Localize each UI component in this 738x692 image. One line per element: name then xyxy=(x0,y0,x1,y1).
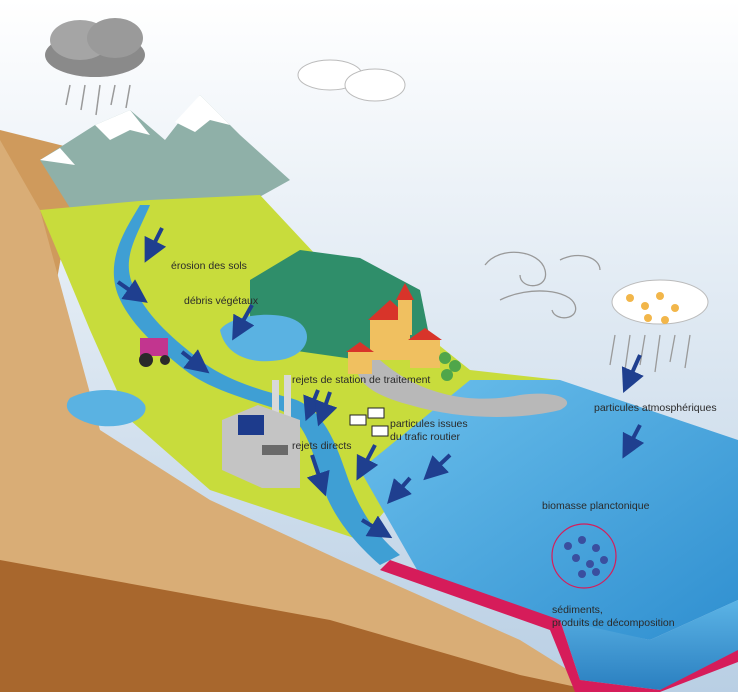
soil-front xyxy=(0,140,600,692)
road-traffic-particles-label-line2: du trafic routier xyxy=(390,431,461,443)
tractor xyxy=(139,338,170,367)
sediments-label-line2: produits de décomposition xyxy=(552,617,675,629)
sediments-label-line1: sédiments, xyxy=(552,604,603,616)
sea-front xyxy=(560,600,738,690)
wind-swirls xyxy=(484,251,601,319)
white-clouds xyxy=(297,59,406,102)
plant-debris-label: débris végétaux xyxy=(184,295,259,307)
plankton-biomass-label: biomasse planctonique xyxy=(542,500,650,512)
snow-cap-1 xyxy=(95,110,150,140)
factory xyxy=(222,375,300,488)
treatment-plant-discharge-label: rejets de station de traitement xyxy=(292,374,431,386)
rain-cloud xyxy=(45,18,145,116)
snow-cap-3 xyxy=(40,148,75,165)
soil-dark-layer xyxy=(0,560,600,692)
cows xyxy=(349,407,389,437)
road-traffic-particles-label-line1: particules issues xyxy=(390,418,468,430)
atmospheric-particles-label: particules atmosphériques xyxy=(594,402,717,414)
plankton-ring xyxy=(551,523,617,589)
small-pond xyxy=(66,389,146,427)
direct-discharge-label: rejets directs xyxy=(292,440,352,452)
snow-cap-2 xyxy=(175,95,230,132)
flow-arrows xyxy=(116,227,645,539)
road xyxy=(357,360,568,417)
village xyxy=(346,283,442,374)
trees xyxy=(439,352,461,381)
sediment-layer xyxy=(380,560,738,692)
soil-erosion-label: érosion des sols xyxy=(171,260,247,272)
particle-cloud xyxy=(609,279,709,373)
